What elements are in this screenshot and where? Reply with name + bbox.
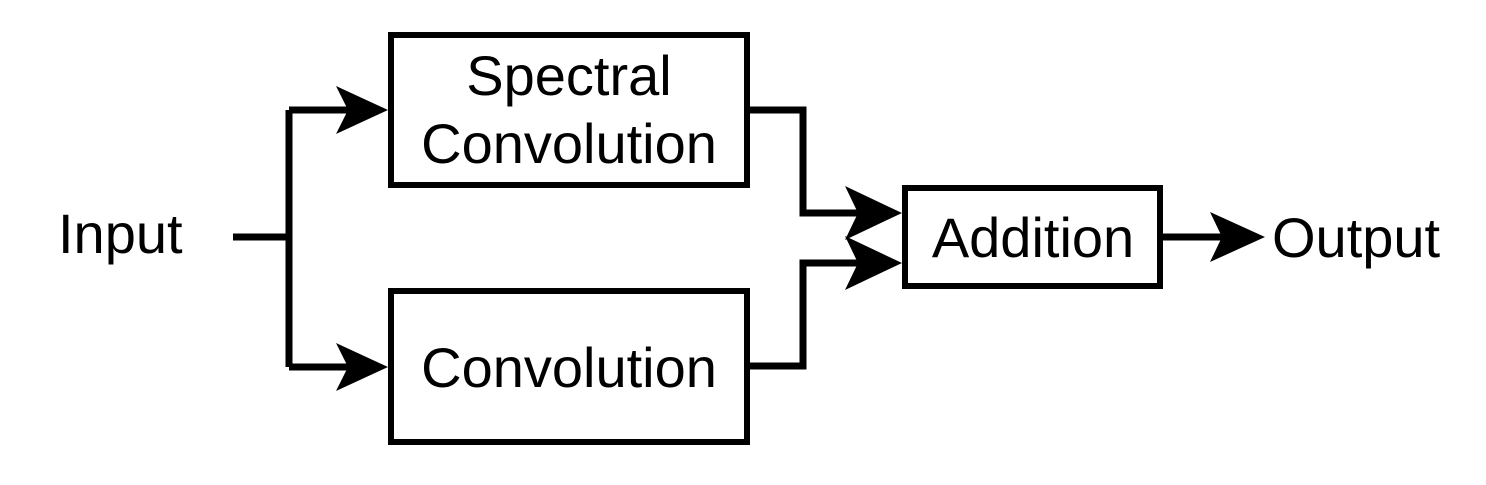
addition-box[interactable]: [902, 185, 1163, 289]
edge-split-to-convolution: [289, 343, 388, 391]
addition-label: Addition: [932, 206, 1134, 269]
node-spectral-convolution[interactable]: Spectral Convolution: [388, 32, 750, 188]
edge-spectral-to-addition: [750, 106, 902, 240]
arrowhead-into-spectral-convolution: [336, 86, 388, 134]
convolution-to-addition-line: [750, 259, 864, 370]
node-convolution[interactable]: Convolution: [388, 288, 750, 445]
node-addition[interactable]: Addition: [902, 185, 1163, 289]
arrowhead-into-output: [1210, 212, 1265, 262]
convolution-box[interactable]: [388, 288, 750, 445]
spectral-to-addition-line: [750, 106, 864, 217]
arrowhead-into-addition-top: [845, 186, 902, 240]
edge-convolution-to-addition: [750, 236, 902, 370]
edge-split-to-spectral: [289, 86, 388, 134]
spectral-convolution-label-line2: Convolution: [421, 112, 717, 175]
arrowhead-into-addition-bottom: [845, 236, 902, 290]
input-label: Input: [58, 202, 183, 265]
spectral-convolution-label-line1: Spectral: [466, 44, 671, 107]
edge-addition-to-output: [1163, 212, 1265, 262]
output-label: Output: [1272, 206, 1441, 269]
spectral-convolution-box[interactable]: [388, 32, 750, 188]
convolution-label: Convolution: [421, 336, 717, 399]
arrowhead-into-convolution: [336, 343, 388, 391]
edge-input-to-split: [233, 110, 293, 367]
